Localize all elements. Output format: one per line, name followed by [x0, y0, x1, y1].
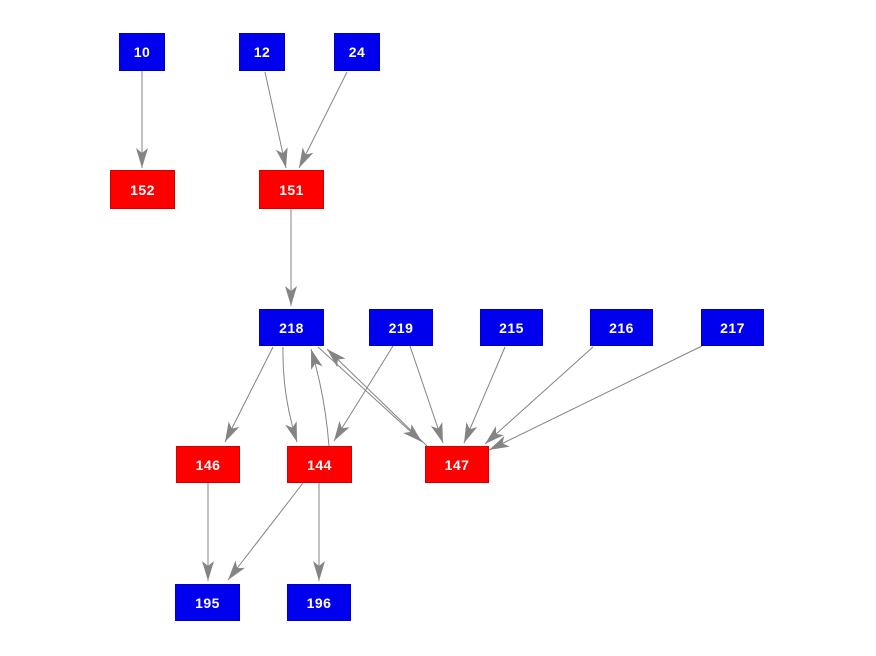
node-label: 144 — [307, 456, 332, 473]
edge-219-144 — [333, 345, 394, 442]
edge-144-195 — [227, 482, 304, 581]
node-label: 152 — [130, 181, 155, 198]
node-label: 196 — [306, 594, 332, 611]
node-label: 195 — [195, 594, 220, 611]
edge-216-147 — [484, 346, 594, 445]
node-146[interactable]: 146 — [176, 446, 240, 483]
node-label: 215 — [499, 319, 524, 336]
node-196[interactable]: 196 — [287, 584, 351, 621]
node-215[interactable]: 215 — [480, 309, 543, 346]
node-216[interactable]: 216 — [590, 309, 653, 346]
edge-218-146 — [224, 346, 274, 443]
node-217[interactable]: 217 — [701, 309, 764, 346]
node-label: 219 — [388, 319, 414, 336]
node-label: 147 — [444, 456, 470, 473]
edge-215-147 — [463, 346, 506, 444]
edge-218-144 — [282, 346, 298, 443]
node-218[interactable]: 218 — [259, 309, 324, 346]
node-label: 24 — [348, 44, 366, 60]
node-label: 12 — [253, 44, 271, 60]
edge-219-147 — [409, 345, 444, 444]
node-219[interactable]: 219 — [369, 309, 433, 346]
node-label: 10 — [133, 44, 151, 60]
edge-24-151 — [298, 71, 348, 169]
node-24[interactable]: 24 — [334, 33, 380, 71]
edge-218-147 — [317, 346, 423, 443]
node-label: 151 — [279, 181, 304, 198]
node-label: 218 — [279, 319, 304, 336]
node-10[interactable]: 10 — [119, 33, 165, 71]
node-147[interactable]: 147 — [425, 446, 489, 483]
node-12[interactable]: 12 — [239, 33, 285, 71]
node-label: 217 — [720, 319, 745, 336]
edge-217-147 — [488, 345, 703, 451]
edge-147-218 — [326, 348, 428, 447]
edge-12-151 — [264, 71, 288, 169]
node-151[interactable]: 151 — [259, 170, 324, 209]
node-label: 146 — [195, 456, 221, 473]
node-144[interactable]: 144 — [287, 446, 352, 483]
edge-144-218 — [310, 348, 330, 447]
node-195[interactable]: 195 — [175, 584, 240, 621]
node-label: 216 — [609, 319, 634, 336]
node-152[interactable]: 152 — [110, 170, 175, 209]
